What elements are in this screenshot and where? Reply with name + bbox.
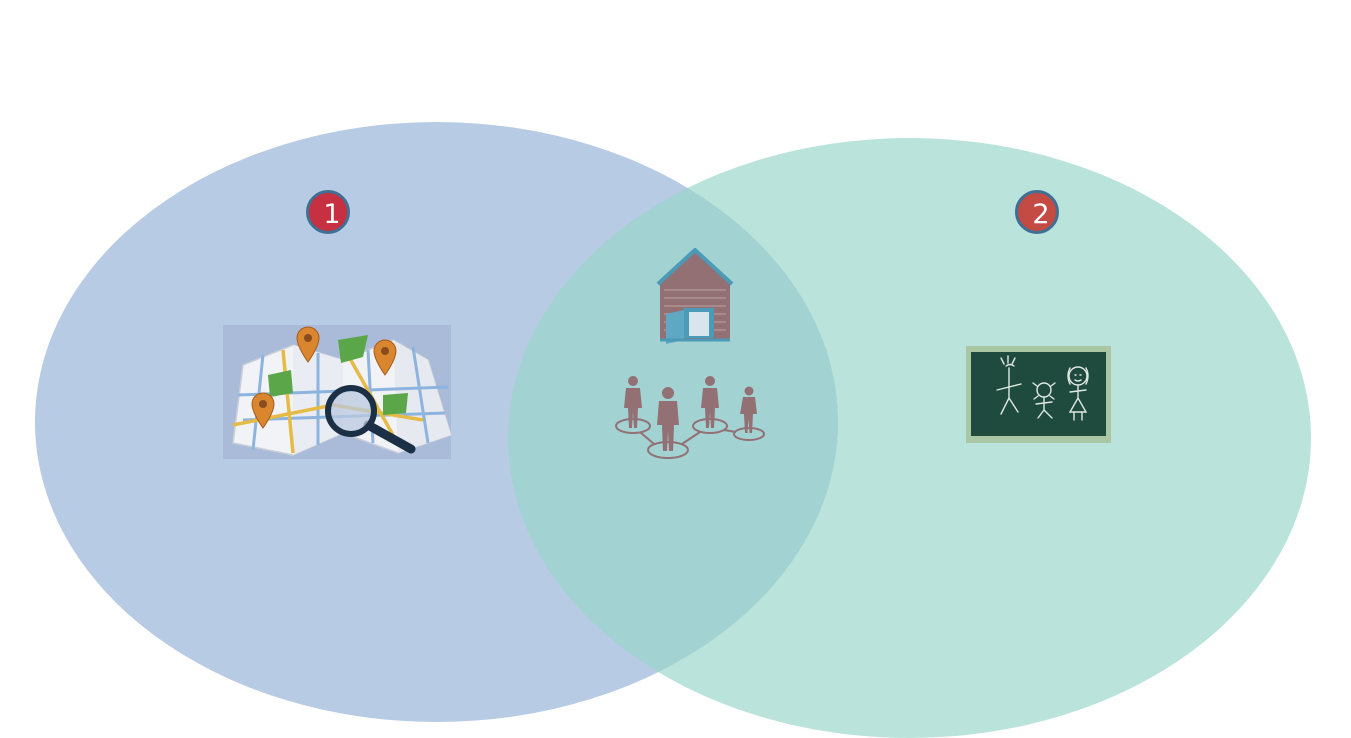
map-search-icon [223,325,451,459]
people-network-icon [615,376,765,459]
house-icon [656,248,734,344]
right-circle [508,138,1311,738]
chalkboard-drawing-icon [966,346,1111,443]
badge-1: 1 [306,190,350,234]
badge-2: 2 [1015,190,1059,234]
